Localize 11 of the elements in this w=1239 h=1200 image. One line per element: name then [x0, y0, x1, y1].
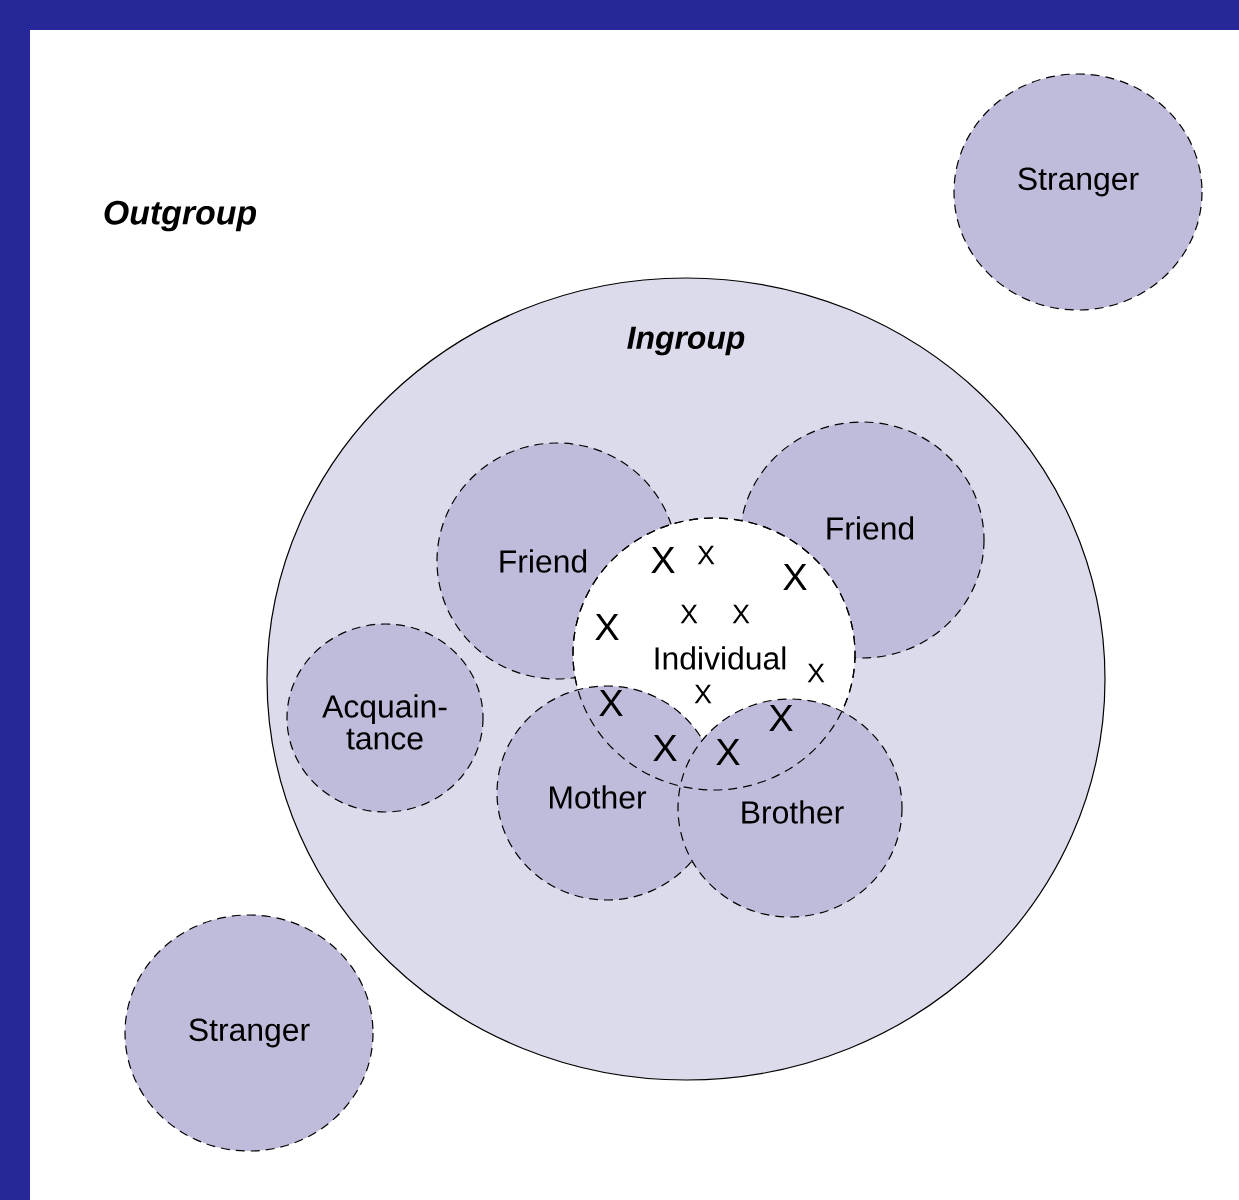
cross-mark: X [653, 735, 677, 761]
cross-mark: X [807, 663, 825, 683]
cross-mark: X [783, 564, 807, 591]
cross-mark: X [599, 690, 623, 716]
cross-mark: X [680, 604, 698, 624]
cross-mark: X [595, 614, 619, 641]
cross-mark: X [769, 705, 793, 731]
group-label: Outgroup [104, 200, 257, 232]
cross-mark: X [716, 739, 740, 765]
cross-mark: X [651, 547, 675, 574]
cross-mark: X [697, 545, 715, 565]
